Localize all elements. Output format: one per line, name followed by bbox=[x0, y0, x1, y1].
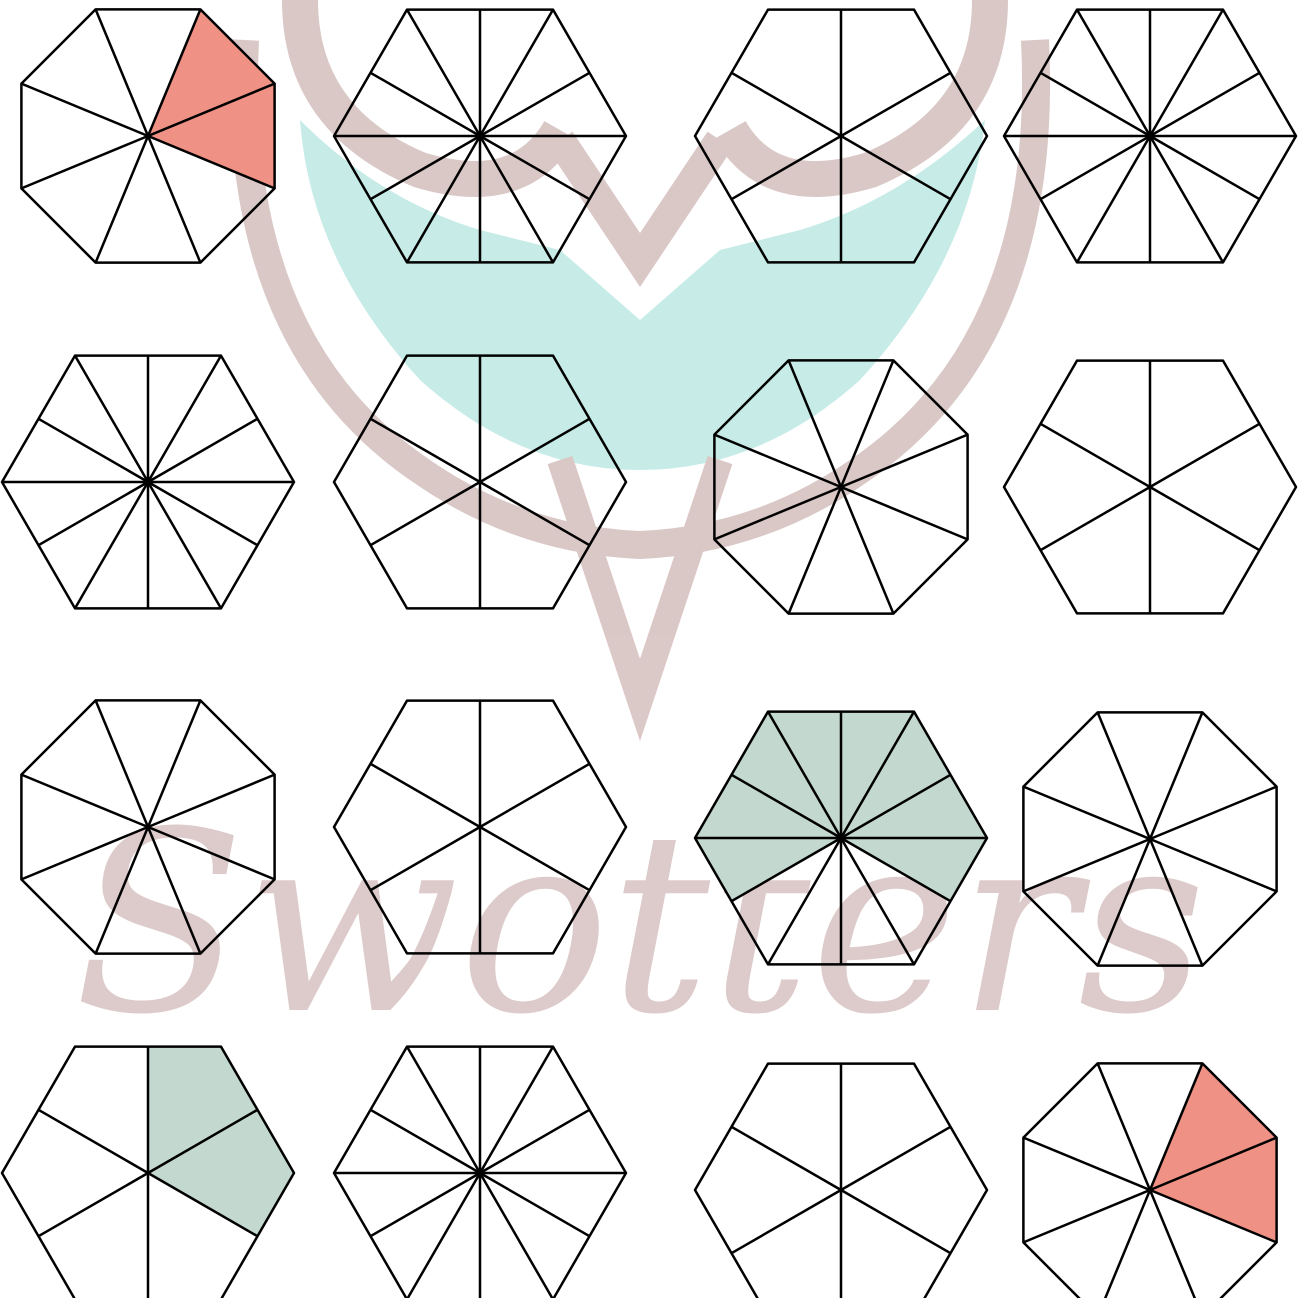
sector bbox=[1023, 1063, 1150, 1190]
division-line bbox=[39, 1173, 149, 1236]
division-line bbox=[39, 419, 149, 482]
division-line bbox=[148, 419, 258, 482]
sector bbox=[1004, 424, 1150, 550]
division-line bbox=[1041, 424, 1151, 487]
sector bbox=[480, 1173, 590, 1298]
division-line bbox=[841, 1190, 951, 1253]
sector bbox=[695, 1127, 841, 1253]
sector bbox=[371, 10, 481, 136]
sector bbox=[2, 1110, 148, 1236]
division-line bbox=[1150, 73, 1260, 136]
sector bbox=[148, 419, 294, 482]
sector bbox=[148, 356, 258, 482]
division-line bbox=[1150, 136, 1260, 199]
division-line bbox=[407, 10, 480, 136]
division-line bbox=[1041, 136, 1151, 199]
division-line bbox=[148, 482, 258, 545]
division-line bbox=[1041, 73, 1151, 136]
sector bbox=[21, 9, 148, 136]
division-line bbox=[480, 1110, 590, 1173]
division-line bbox=[1150, 424, 1260, 487]
division-line bbox=[480, 10, 553, 136]
division-line bbox=[480, 73, 590, 136]
division-line bbox=[148, 482, 221, 608]
shape-7-octagon bbox=[714, 360, 967, 613]
division-line bbox=[148, 356, 221, 482]
sector bbox=[1041, 487, 1151, 613]
division-line bbox=[1150, 487, 1260, 550]
division-line bbox=[732, 1190, 842, 1253]
sector bbox=[841, 1127, 987, 1253]
sector bbox=[1150, 136, 1296, 199]
sector bbox=[1041, 136, 1151, 262]
watermark-logo-beak bbox=[560, 140, 720, 260]
sector bbox=[371, 1173, 481, 1298]
division-line bbox=[371, 482, 481, 545]
sector bbox=[480, 1173, 626, 1236]
shape-5-hexagon bbox=[2, 356, 294, 609]
sector bbox=[732, 10, 842, 136]
shape-13-hexagon bbox=[2, 1047, 294, 1298]
sector bbox=[2, 419, 148, 482]
sector bbox=[21, 136, 148, 263]
division-line bbox=[480, 1173, 590, 1236]
division-line bbox=[1077, 136, 1150, 262]
sector bbox=[39, 482, 149, 608]
sector bbox=[480, 1110, 626, 1173]
division-line bbox=[1041, 487, 1151, 550]
sector bbox=[39, 1173, 149, 1298]
sector bbox=[1150, 136, 1260, 262]
sector bbox=[1041, 10, 1151, 136]
division-line bbox=[39, 482, 149, 545]
sector bbox=[2, 482, 148, 545]
sector bbox=[39, 356, 149, 482]
sector bbox=[334, 1173, 480, 1236]
division-line bbox=[480, 1173, 553, 1298]
division-line bbox=[1077, 10, 1150, 136]
shape-15-hexagon bbox=[695, 1064, 987, 1298]
sector bbox=[841, 487, 968, 614]
division-line bbox=[1150, 10, 1223, 136]
watermark-text: Swotters bbox=[74, 778, 1206, 1069]
sector bbox=[841, 1064, 951, 1190]
division-line bbox=[39, 1110, 149, 1173]
sector bbox=[21, 84, 148, 189]
watermark-logo-stem bbox=[560, 460, 720, 700]
watermark-logo-eye-left bbox=[300, 0, 560, 179]
sector bbox=[1023, 1138, 1150, 1243]
sector bbox=[732, 1064, 842, 1190]
sector bbox=[1023, 1190, 1150, 1298]
shape-8-hexagon bbox=[1004, 361, 1296, 614]
division-line bbox=[371, 1110, 481, 1173]
sector bbox=[1150, 73, 1296, 136]
sector bbox=[148, 482, 258, 608]
sector bbox=[1150, 487, 1260, 613]
division-line bbox=[407, 1173, 480, 1298]
division-line bbox=[75, 482, 148, 608]
shape-16-octagon bbox=[1023, 1063, 1276, 1298]
sector bbox=[1150, 10, 1260, 136]
sector bbox=[1150, 424, 1296, 550]
division-line bbox=[1098, 1190, 1150, 1298]
shape-1-octagon bbox=[21, 9, 274, 262]
division-line bbox=[371, 73, 481, 136]
sector bbox=[334, 1110, 480, 1173]
shape-14-hexagon bbox=[334, 1047, 626, 1298]
sector bbox=[1150, 361, 1260, 487]
division-line bbox=[371, 1173, 481, 1236]
sector bbox=[96, 136, 201, 263]
sector bbox=[148, 482, 294, 545]
sector bbox=[1041, 361, 1151, 487]
division-line bbox=[732, 1127, 842, 1190]
division-line bbox=[75, 356, 148, 482]
division-line bbox=[1150, 136, 1223, 262]
sector bbox=[480, 10, 590, 136]
division-line bbox=[841, 1127, 951, 1190]
